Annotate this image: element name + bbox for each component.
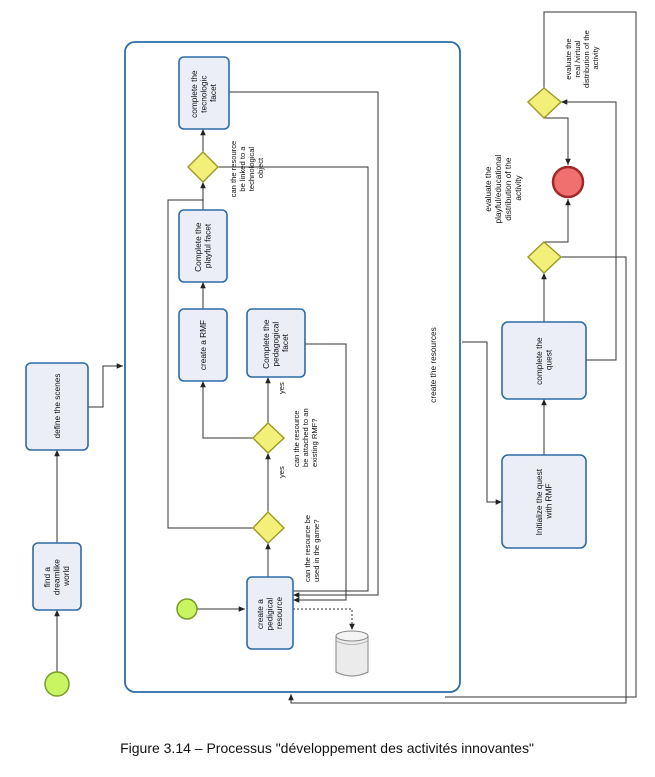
flow-gw4-loop-back (288, 256, 627, 704)
gateway-eval-playful (526, 241, 563, 274)
task-create-pedagogical-label: create a pedigical resource (255, 595, 284, 630)
figure-caption: Figure 3.14 – Processus "développement d… (120, 740, 534, 756)
data-store-icon (335, 630, 369, 677)
gateway-eval-real-label: evaluate the real /virtual distribution … (564, 28, 600, 88)
task-complete-pedagogical (246, 308, 306, 378)
task-find-world (32, 542, 82, 611)
task-define-scenes-label: define the scenes (52, 373, 62, 438)
task-find-world-label: find a dreamlike world (42, 557, 71, 595)
inner-start-event (176, 598, 198, 620)
task-initialize-quest (501, 454, 587, 549)
task-initialize-quest-label: Initialize the quest with RMF (534, 467, 554, 536)
flow-tech-back (229, 91, 379, 598)
gateway-eval-playful-label: evaluate the playful/educational distrib… (483, 152, 523, 223)
task-define-scenes (25, 362, 89, 451)
task-create-pedagogical (246, 576, 294, 650)
flow-gw3-no (218, 166, 369, 592)
flow-gw5-loop-top (445, 11, 637, 698)
flow-pedagogical-back (293, 343, 347, 603)
task-create-rmf (178, 308, 228, 382)
gateway-used-in-game (252, 510, 286, 544)
task-complete-playful (178, 209, 228, 283)
gateway-used-in-game-label: can the resource be used in the game? (303, 513, 321, 582)
flow-gw2-to-create-rmf (200, 381, 253, 439)
gateway-linked-tech-label: can the resource be linked to a technolo… (229, 139, 265, 198)
flow-label-yes-1: yes (277, 466, 286, 478)
gateway-attached-rmf (252, 422, 286, 454)
subprocess-label: create the resources (428, 327, 438, 403)
start-event (44, 671, 70, 697)
task-complete-quest (501, 321, 587, 400)
flow-gw4-to-end (544, 199, 571, 243)
flow-data-association (293, 608, 355, 630)
flow-label-yes-2: yes (277, 382, 286, 394)
flow-gw5-to-end (544, 117, 571, 165)
task-complete-technologic-label: complete the tecnologic facet (189, 68, 218, 118)
task-complete-playful-label: Complete the playful facet (193, 220, 213, 272)
flow-quest-to-gw5 (561, 99, 617, 361)
subprocess-create-resources (124, 41, 461, 693)
flow-sub-to-init (462, 341, 502, 505)
task-create-rmf-label: create a RMF (198, 320, 208, 370)
gateway-eval-real (526, 87, 563, 119)
task-complete-technologic (178, 56, 230, 130)
end-event (551, 165, 585, 199)
task-complete-pedagogical-label: Complete the pedagogical facet (261, 317, 290, 369)
gateway-linked-tech (187, 151, 219, 183)
task-complete-quest-label: complete the quest (534, 335, 554, 385)
gateway-attached-rmf-label: can the resource be attached to an exist… (292, 406, 319, 467)
flow-define-to-subprocess (88, 363, 123, 408)
